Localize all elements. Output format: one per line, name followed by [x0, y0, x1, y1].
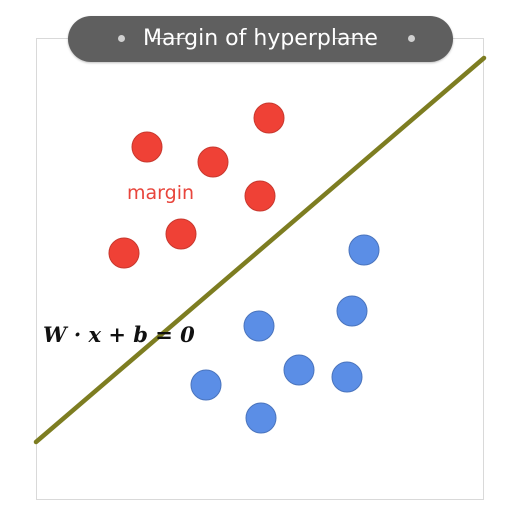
points-layer — [108, 102, 380, 434]
red-point-5 — [165, 218, 197, 250]
title-decoration-dot-left — [118, 35, 125, 42]
title-decoration-dot-right — [408, 35, 415, 42]
title-decoration-right — [335, 38, 371, 39]
red-point-1 — [131, 131, 163, 163]
blue-point-1 — [348, 234, 380, 266]
diagram-title: Margin of hyperplane — [143, 26, 378, 51]
blue-point-6 — [190, 369, 222, 401]
red-point-6 — [108, 237, 140, 269]
red-point-4 — [244, 180, 276, 212]
title-banner: Margin of hyperplane — [68, 16, 453, 62]
red-point-2 — [253, 102, 285, 134]
hyperplane-equation: W · x + b = 0 — [43, 322, 195, 347]
blue-point-2 — [336, 295, 368, 327]
blue-point-7 — [245, 402, 277, 434]
hyperplane-line — [33, 55, 487, 445]
blue-point-3 — [243, 310, 275, 342]
blue-point-4 — [283, 354, 315, 386]
title-decoration-left — [150, 38, 186, 39]
margin-label: margin — [127, 182, 195, 204]
red-point-3 — [197, 146, 229, 178]
blue-point-5 — [331, 361, 363, 393]
